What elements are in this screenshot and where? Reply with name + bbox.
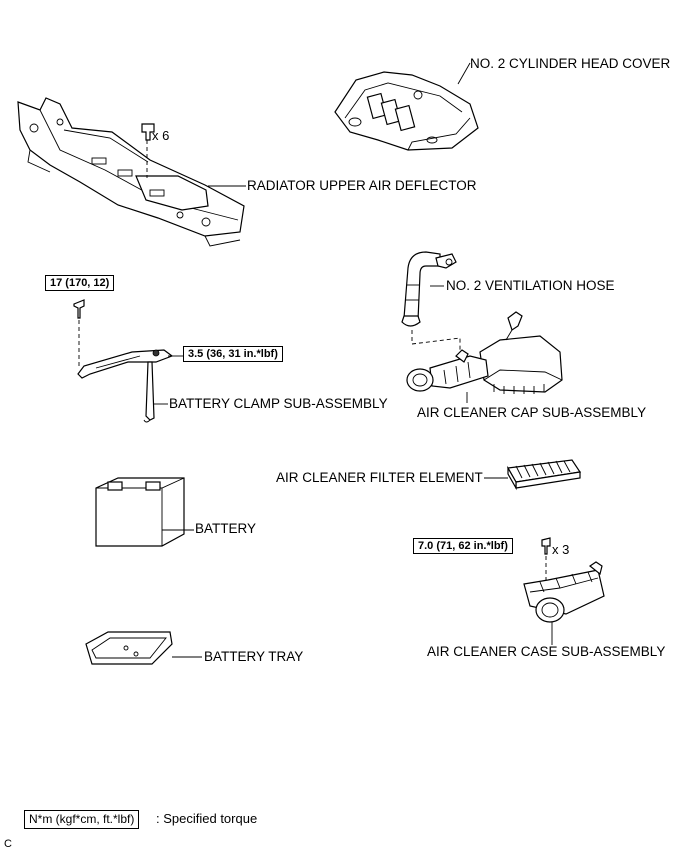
air-cleaner-filter-part [484, 459, 582, 491]
battery-tray-part [85, 631, 202, 665]
label-cylinder-head-cover: NO. 2 CYLINDER HEAD COVER [470, 56, 671, 71]
label-battery-tray: BATTERY TRAY [204, 649, 304, 664]
label-battery: BATTERY [195, 521, 257, 536]
label-battery-clamp: BATTERY CLAMP SUB-ASSEMBLY [169, 396, 388, 411]
battery-part [95, 477, 194, 547]
label-ventilation-hose: NO. 2 VENTILATION HOSE [446, 278, 615, 293]
cylinder-head-cover-part [334, 62, 479, 151]
battery-clamp-part [73, 299, 184, 423]
radiator-deflector-part [17, 97, 246, 247]
torque-clamp-bolt: 17 (170, 12) [45, 275, 115, 291]
air-cleaner-cap-part [406, 311, 563, 403]
corner-mark: C [4, 838, 12, 850]
torque-case-bolt: 7.0 (71, 62 in.*lbf) [413, 538, 513, 554]
qty-deflector-clips: x 6 [152, 128, 170, 143]
legend-torque-box: N*m (kgf*cm, ft.*lbf) [24, 810, 140, 829]
legend-torque-text: : Specified torque [156, 811, 258, 826]
ventilation-hose-part [401, 251, 461, 350]
label-air-cleaner-case: AIR CLEANER CASE SUB-ASSEMBLY [427, 644, 666, 659]
label-air-cleaner-filter: AIR CLEANER FILTER ELEMENT [276, 470, 483, 485]
qty-case-bolts: x 3 [552, 542, 570, 557]
torque-clamp-nut: 3.5 (36, 31 in.*lbf) [183, 346, 283, 362]
label-radiator-deflector: RADIATOR UPPER AIR DEFLECTOR [247, 178, 477, 193]
air-cleaner-case-part [523, 537, 605, 645]
label-air-cleaner-cap: AIR CLEANER CAP SUB-ASSEMBLY [417, 405, 647, 420]
